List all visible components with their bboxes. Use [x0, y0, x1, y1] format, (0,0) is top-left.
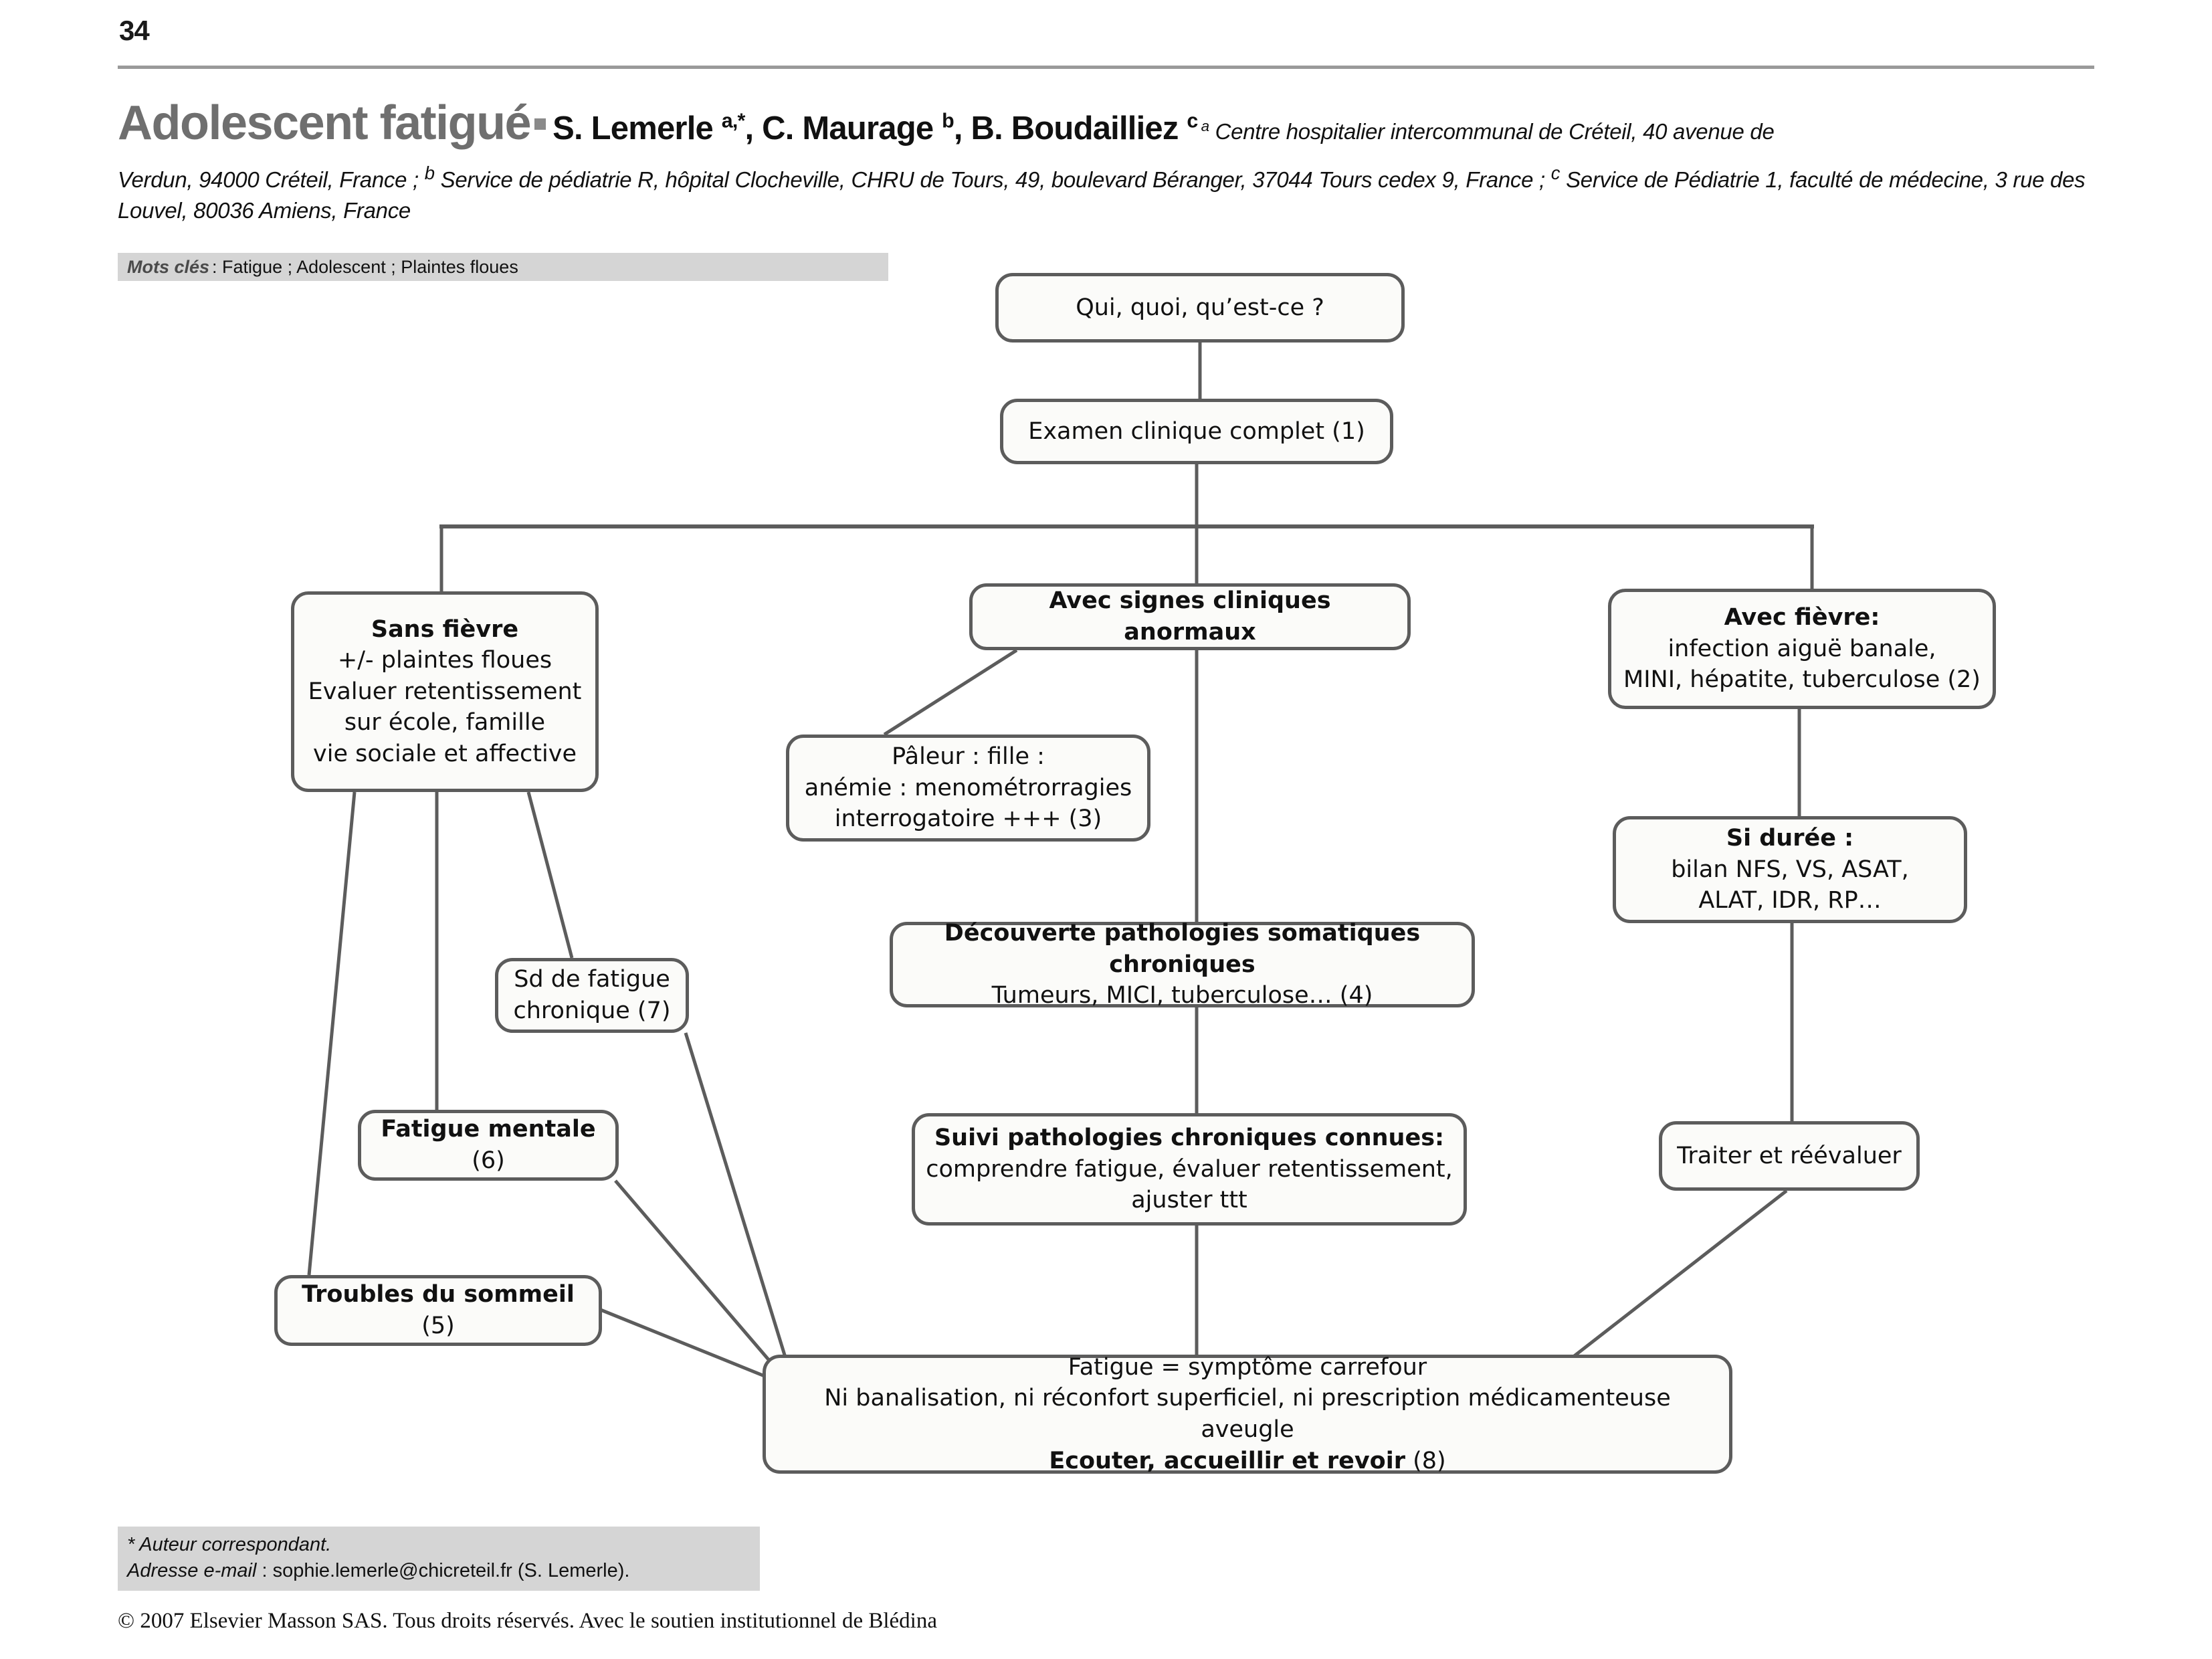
- node-examen-clinique[interactable]: Examen clinique complet (1): [1000, 399, 1393, 464]
- node-sans-fievre-line2: +/- plaintes floues: [337, 647, 552, 674]
- node-sans-fievre-line3: Evaluer retentissement: [308, 678, 582, 705]
- corresponding-author-note: * Auteur correspondant.: [127, 1534, 332, 1555]
- node-fatigue-carrefour[interactable]: Fatigue = symptôme carrefour Ni banalisa…: [763, 1353, 1732, 1477]
- keywords-label: Mots clés: [127, 256, 210, 277]
- node-si-duree-line3: ALAT, IDR, RP…: [1698, 887, 1882, 914]
- node-sans-fievre-line5: vie sociale et affective: [313, 740, 577, 767]
- page-number: 34: [119, 15, 150, 46]
- header-divider: [118, 66, 2094, 69]
- email-line: Adresse e-mail : sophie.lemerle@chicrete…: [127, 1558, 760, 1584]
- node-qui-quoi[interactable]: Qui, quoi, qu’est-ce ?: [995, 273, 1405, 343]
- node-traiter-reevaluer[interactable]: Traiter et réévaluer: [1659, 1121, 1920, 1191]
- keywords-bar: Mots clés: Fatigue ; Adolescent ; Plaint…: [118, 253, 888, 281]
- node-suivi-pathologies-line2: comprendre fatigue, évaluer retentisseme…: [926, 1155, 1453, 1183]
- node-troubles-sommeil-label: Troubles du sommeil: [302, 1281, 575, 1308]
- edge-sans-fievre-to-troubles: [307, 791, 357, 1276]
- copyright-line: © 2007 Elsevier Masson SAS. Tous droits …: [118, 1609, 937, 1633]
- node-fatigue-mentale-label: Fatigue mentale: [381, 1116, 596, 1143]
- node-fatigue-carrefour-line2: Ni banalisation, ni réconfort superficie…: [824, 1385, 1671, 1443]
- affiliation-rest: Verdun, 94000 Créteil, France ; b Servic…: [118, 163, 2086, 223]
- node-troubles-sommeil-number: (5): [421, 1312, 455, 1339]
- edge-fatigue-mentale-to-carrefour: [614, 1179, 772, 1363]
- corresponding-author-box: * Auteur correspondant. Adresse e-mail :…: [118, 1527, 760, 1591]
- edge-traiter-to-carrefour: [1559, 1189, 1788, 1368]
- edge-troubles-to-carrefour: [600, 1308, 769, 1379]
- node-sans-fievre-heading: Sans fièvre: [371, 615, 519, 643]
- node-decouverte-pathologies-line2: Tumeurs, MICI, tuberculose… (4): [991, 982, 1373, 1009]
- edge-sans-fievre-to-sd-fatigue: [526, 791, 574, 959]
- node-fatigue-mentale[interactable]: Fatigue mentale (6): [358, 1110, 619, 1181]
- edge-signes-to-paleur: [883, 648, 1018, 737]
- email-value: : sophie.lemerle@chicreteil.fr (S. Lemer…: [256, 1560, 630, 1582]
- node-suivi-pathologies-heading: Suivi pathologies chroniques connues:: [934, 1125, 1445, 1152]
- node-paleur-fille[interactable]: Pâleur : fille : anémie : menométrorragi…: [786, 735, 1150, 842]
- affiliation-lead: a Centre hospitalier intercommunal de Cr…: [1201, 118, 1775, 144]
- page-title: Adolescent fatigué: [118, 96, 532, 150]
- author-list: S. Lemerle a,*, C. Maurage b, B. Boudail…: [552, 109, 1198, 147]
- node-fatigue-mentale-number: (6): [472, 1147, 505, 1174]
- node-fatigue-carrefour-line1: Fatigue = symptôme carrefour: [1068, 1353, 1427, 1381]
- node-avec-fievre-line3: MINI, hépatite, tuberculose (2): [1623, 666, 1981, 694]
- email-label: Adresse e-mail: [127, 1560, 257, 1582]
- node-avec-signes-cliniques[interactable]: Avec signes cliniques anormaux: [969, 583, 1411, 650]
- node-suivi-pathologies-line3: ajuster ttt: [1131, 1187, 1247, 1214]
- node-troubles-sommeil[interactable]: Troubles du sommeil (5): [274, 1275, 602, 1346]
- node-decouverte-pathologies[interactable]: Découverte pathologies somatiques chroni…: [890, 920, 1475, 1009]
- node-si-duree-line2: bilan NFS, VS, ASAT,: [1671, 856, 1909, 883]
- node-fatigue-mentale-row: Fatigue mentale (6): [371, 1114, 606, 1176]
- node-fatigue-carrefour-line3: Ecouter, accueillir et revoir: [1049, 1447, 1405, 1474]
- node-avec-fievre[interactable]: Avec fièvre: infection aiguë banale, MIN…: [1608, 589, 1996, 709]
- title-block: Adolescent fatigué S. Lemerle a,*, C. Mau…: [118, 99, 2098, 147]
- node-examen-clinique-line1: Examen clinique complet (1): [1028, 417, 1365, 445]
- node-paleur-fille-line2: anémie : menométrorragies: [804, 774, 1132, 801]
- node-suivi-pathologies[interactable]: Suivi pathologies chroniques connues: co…: [912, 1113, 1467, 1226]
- node-paleur-fille-line3: interrogatoire +++ (3): [834, 805, 1102, 833]
- node-sans-fievre[interactable]: Sans fièvre +/- plaintes floues Evaluer …: [291, 591, 599, 792]
- node-troubles-sommeil-row: Troubles du sommeil (5): [287, 1279, 589, 1341]
- node-qui-quoi-line1: Qui, quoi, qu’est-ce ?: [1076, 294, 1324, 321]
- node-sd-fatigue-chronique[interactable]: Sd de fatigue chronique (7): [495, 958, 689, 1033]
- node-fatigue-carrefour-row3: Ecouter, accueillir et revoir (8): [1049, 1446, 1445, 1477]
- node-sd-fatigue-chronique-line1: Sd de fatigue: [514, 966, 670, 993]
- node-avec-fievre-heading: Avec fièvre:: [1724, 604, 1880, 631]
- node-decouverte-pathologies-heading: Découverte pathologies somatiques chroni…: [944, 920, 1421, 978]
- node-si-duree-heading: Si durée :: [1726, 825, 1854, 852]
- node-traiter-reevaluer-line1: Traiter et réévaluer: [1677, 1142, 1902, 1169]
- node-avec-signes-cliniques-line1: Avec signes cliniques anormaux: [1049, 587, 1331, 646]
- edge-sd-fatigue-to-carrefour: [684, 1032, 788, 1360]
- node-fatigue-carrefour-number: (8): [1405, 1447, 1446, 1474]
- node-avec-fievre-line2: infection aiguë banale,: [1668, 635, 1936, 662]
- keywords-value: : Fatigue ; Adolescent ; Plaintes floues: [212, 256, 518, 277]
- node-paleur-fille-line1: Pâleur : fille :: [892, 743, 1045, 771]
- node-sans-fievre-line4: sur école, famille: [344, 709, 546, 737]
- title-separator-square: [534, 118, 546, 130]
- node-sd-fatigue-chronique-line2: chronique (7): [513, 997, 671, 1024]
- node-si-duree[interactable]: Si durée : bilan NFS, VS, ASAT, ALAT, ID…: [1613, 816, 1967, 923]
